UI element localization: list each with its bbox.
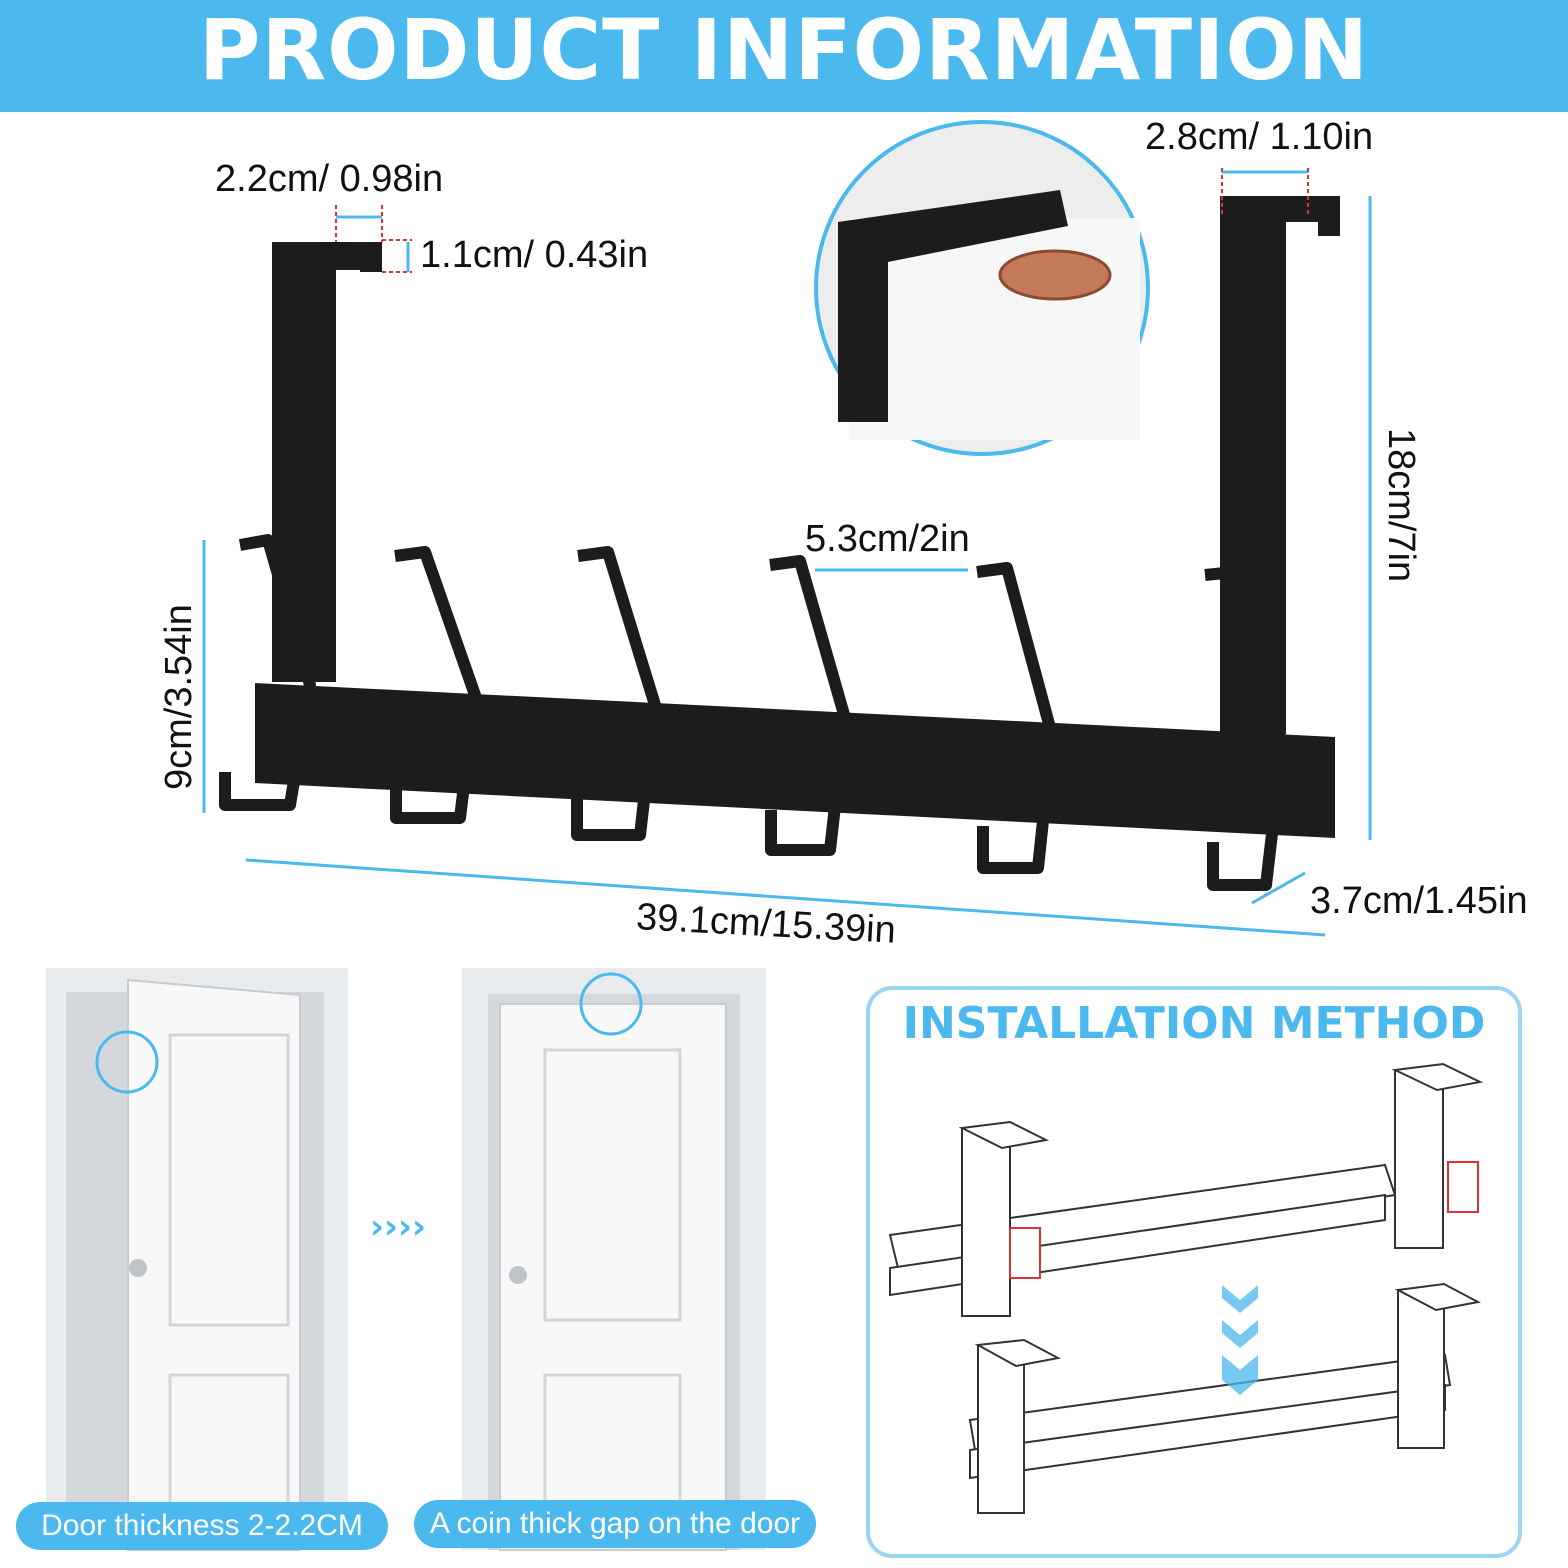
banner-title: PRODUCT INFORMATION — [198, 1, 1370, 99]
dim-top-lip-width: 2.2cm/ 0.98in — [215, 158, 444, 200]
door-photos: ›››› — [46, 968, 766, 1551]
dim-top-lip-height: 1.1cm/ 0.43in — [420, 234, 649, 276]
title-banner — [0, 0, 1568, 112]
red-guide-lines — [335, 168, 1309, 273]
door-thickness-caption: Door thickness 2-2.2CM — [16, 1502, 388, 1550]
dim-hook-spacing: 5.3cm/2in — [805, 518, 970, 560]
hook-rail — [255, 683, 1335, 838]
chevron-right-icon: ›››› — [370, 1207, 426, 1247]
coin-icon — [998, 249, 1112, 301]
adhesive-label — [1009, 1161, 1479, 1279]
coin-gap-caption: A coin thick gap on the door — [414, 1500, 816, 1548]
dim-depth: 3.7cm/1.45in — [1310, 880, 1528, 922]
chevron-down-icon — [1222, 1285, 1258, 1395]
door-gap-highlight — [95, 1030, 159, 1094]
dimension-arrows — [202, 170, 1372, 937]
installation-title: INSTALLATION METHOD — [902, 998, 1486, 1049]
dim-right-top-width: 2.8cm/ 1.10in — [1145, 116, 1374, 158]
coin-detail-circle — [814, 120, 1150, 456]
hooks — [219, 534, 1288, 891]
right-bracket — [1220, 196, 1340, 734]
door-top-highlight — [579, 972, 643, 1036]
left-bracket — [272, 242, 382, 682]
